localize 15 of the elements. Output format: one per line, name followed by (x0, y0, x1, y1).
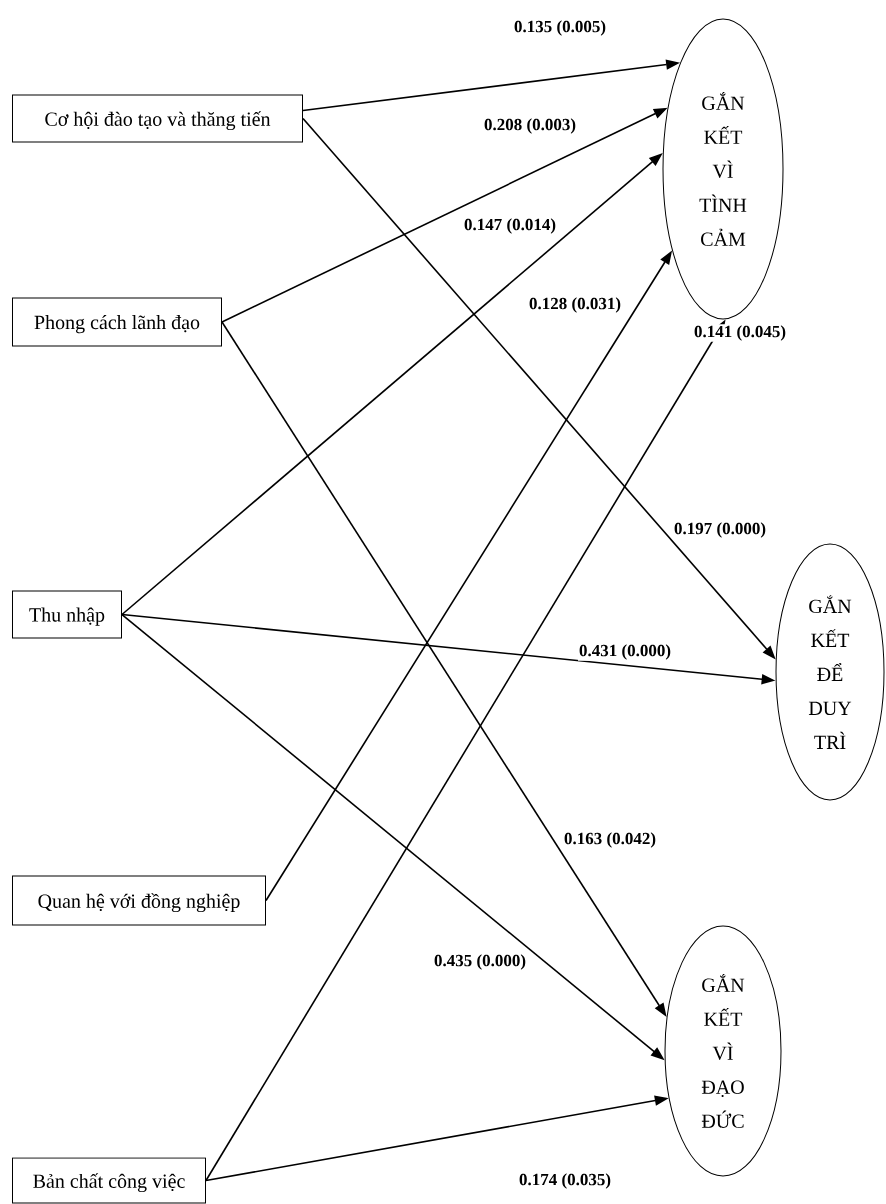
edge-label: 0.163 (0.042) (562, 831, 658, 849)
factor-box: Quan hệ với đồng nghiệp (12, 875, 266, 926)
factor-box: Thu nhập (12, 590, 122, 639)
edge-label: 0.147 (0.014) (462, 217, 558, 235)
edge-label: 0.128 (0.031) (527, 296, 623, 314)
edge-label: 0.141 (0.045) (692, 324, 788, 342)
edge-label: 0.135 (0.005) (512, 19, 608, 37)
factor-box: Bản chất công việc (12, 1157, 206, 1204)
factor-box: Cơ hội đào tạo và thăng tiến (12, 94, 303, 143)
edge-label: 0.431 (0.000) (577, 643, 673, 661)
edge-label: 0.208 (0.003) (482, 117, 578, 135)
edge-label: 0.435 (0.000) (432, 953, 528, 971)
edge-label: 0.174 (0.035) (517, 1172, 613, 1190)
edge-label: 0.197 (0.000) (672, 521, 768, 539)
factor-box: Phong cách lãnh đạo (12, 297, 222, 347)
